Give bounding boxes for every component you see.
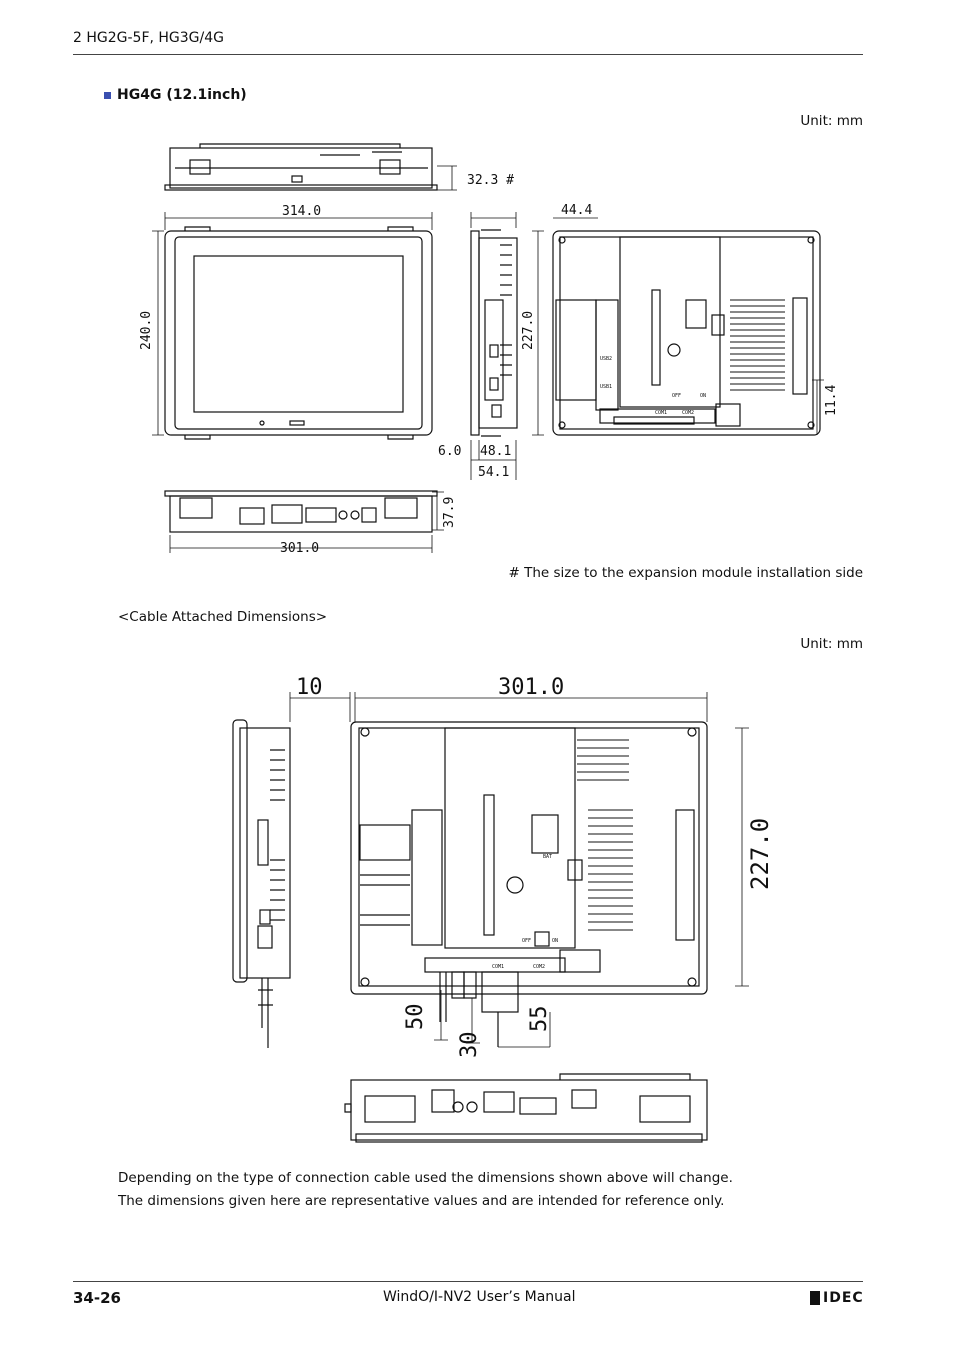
front-view xyxy=(164,226,433,440)
rear-view-cable xyxy=(350,721,708,995)
dim-width-cable: 301.0 xyxy=(498,675,564,700)
dim-side-d1: 6.0 xyxy=(438,444,461,459)
cable-section-title: <Cable Attached Dimensions> xyxy=(118,609,328,625)
rear-view xyxy=(552,230,821,436)
side-view xyxy=(470,229,518,437)
dim-bottom-depth: 37.9 xyxy=(442,497,457,528)
rear2-label-com1: COM1 xyxy=(492,964,504,970)
dim-side-d3: 54.1 xyxy=(478,465,509,480)
dim-30: 30 xyxy=(457,1032,482,1059)
rear-label-off: OFF xyxy=(672,393,681,399)
dim-front-width: 314.0 xyxy=(282,204,321,219)
rear-label-com2: COM2 xyxy=(682,410,694,416)
section-title: HG4G (12.1inch) xyxy=(104,87,247,103)
bottom-view-cable xyxy=(344,1073,708,1143)
rear2-label-bat: BAT xyxy=(543,854,552,860)
dim-top-depth: 32.3 # xyxy=(467,173,514,188)
manual-title: WindO/I-NV2 User’s Manual xyxy=(383,1289,576,1305)
description-line-2: The dimensions given here are representa… xyxy=(118,1193,725,1209)
rear-label-on: ON xyxy=(700,393,706,399)
square-bullet-icon xyxy=(104,91,111,99)
side-view-cable xyxy=(232,719,291,1048)
dim-rear-right: 11.4 xyxy=(824,385,839,416)
rear2-label-off: OFF xyxy=(522,938,531,944)
dim-bottom-width: 301.0 xyxy=(280,541,319,556)
dim-left-gap: 10 xyxy=(296,675,323,700)
logo-text: IDEC xyxy=(823,1290,864,1306)
idec-logo: IDEC xyxy=(810,1290,864,1306)
logo-mark-icon xyxy=(810,1291,820,1305)
dim-side-height: 227.0 xyxy=(521,311,536,350)
dim-height-cable: 227.0 xyxy=(746,818,774,890)
rear2-label-on: ON xyxy=(552,938,558,944)
vent-grid-2 xyxy=(577,739,633,931)
rear-label-com1: COM1 xyxy=(655,410,667,416)
dim-front-height: 240.0 xyxy=(139,311,154,350)
dim-side-d2: 48.1 xyxy=(480,444,511,459)
section-title-text: HG4G (12.1inch) xyxy=(117,87,247,103)
top-view xyxy=(164,143,438,191)
dim-side-depth: 44.4 xyxy=(561,203,592,218)
header-divider xyxy=(73,54,863,55)
rear-label-usb2: USB2 xyxy=(600,356,612,362)
page-number: 34-26 xyxy=(73,1289,121,1307)
unit-label-2: Unit: mm xyxy=(800,636,863,652)
footnote-expansion: # The size to the expansion module insta… xyxy=(508,565,863,581)
vent-grid xyxy=(730,299,785,391)
description-line-1: Depending on the type of connection cabl… xyxy=(118,1170,733,1186)
unit-label: Unit: mm xyxy=(800,113,863,129)
footer-divider xyxy=(73,1281,863,1282)
rear2-label-com2: COM2 xyxy=(533,964,545,970)
dim-55: 55 xyxy=(527,1006,552,1033)
running-header: 2 HG2G-5F, HG3G/4G xyxy=(73,30,225,46)
rear-label-usb1: USB1 xyxy=(600,384,612,390)
bottom-view xyxy=(164,490,438,533)
cable-attached-drawing: 10 301.0 227.0 50 30 55 OFF ON BAT COM1 … xyxy=(232,675,774,1143)
dim-50: 50 xyxy=(403,1004,428,1031)
dimension-drawing-hg4g: 32.3 # 314.0 240.0 44.4 227.0 6.0 48.1 5… xyxy=(139,143,839,556)
